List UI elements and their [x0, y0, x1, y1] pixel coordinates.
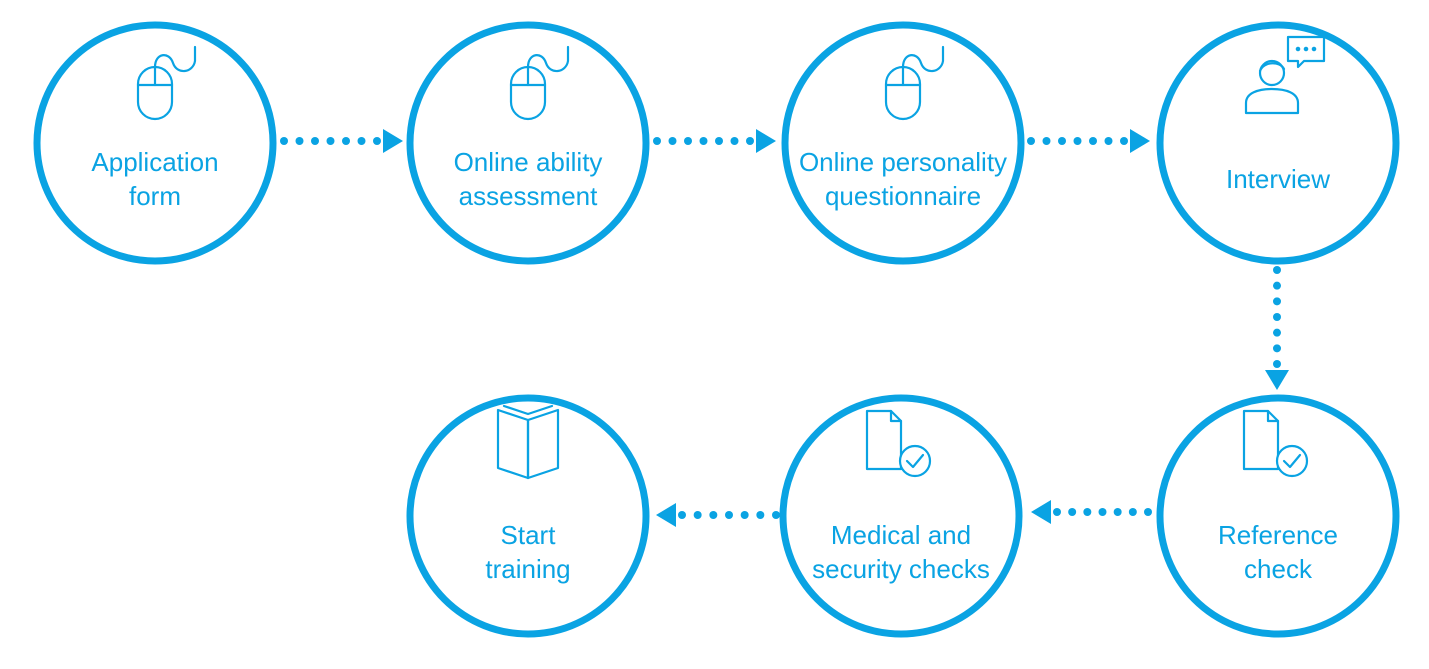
step-circle	[779, 394, 1023, 638]
connector-dot	[1068, 508, 1077, 516]
connector-dot	[1128, 508, 1137, 516]
dotted-arrow	[280, 129, 403, 153]
connector-dot	[373, 137, 381, 145]
step-node: Online personality questionnaire	[781, 21, 1025, 265]
step-node: Online ability assessment	[406, 21, 650, 265]
arrowhead	[1265, 370, 1289, 390]
connector-dot	[1083, 508, 1092, 516]
step-circle	[1156, 394, 1400, 638]
step-circle	[1156, 21, 1400, 265]
connector-dot	[678, 511, 686, 519]
arrowhead	[656, 503, 676, 527]
connector-dot	[725, 511, 733, 519]
step-label: assessment	[459, 181, 598, 211]
connector-dot	[740, 511, 749, 519]
connector-dot	[1273, 297, 1281, 306]
connector-dot	[1058, 137, 1066, 145]
connector-dot	[311, 137, 319, 145]
connector-dot	[295, 137, 304, 145]
connector-dot	[699, 137, 708, 145]
connector-dot	[715, 137, 723, 145]
connector-dot	[1273, 328, 1281, 337]
step-label: check	[1244, 554, 1313, 584]
connector-dot	[653, 137, 661, 145]
dotted-arrow	[656, 503, 780, 527]
step-label: Interview	[1226, 164, 1330, 194]
step-node: Application form	[33, 21, 277, 265]
step-circle	[781, 21, 1025, 265]
connector-dot	[746, 137, 754, 145]
connector-dot	[1098, 508, 1107, 516]
connector-dot	[693, 511, 702, 519]
dotted-arrow	[653, 129, 776, 153]
step-circle	[406, 394, 650, 638]
connector-dot	[326, 137, 335, 145]
step-label: Start	[501, 520, 557, 550]
step-label: training	[485, 554, 570, 584]
arrowhead	[756, 129, 776, 153]
connector-dot	[1144, 508, 1152, 516]
step-circle	[406, 21, 650, 265]
arrowhead	[383, 129, 403, 153]
dotted-arrow	[1265, 266, 1289, 390]
step-label: Medical and	[831, 520, 971, 550]
connector-dot	[709, 511, 718, 519]
step-node: Reference check	[1156, 394, 1400, 638]
step-node: Start training	[406, 394, 650, 638]
step-node: Interview	[1156, 21, 1400, 265]
connector-dot	[1104, 137, 1113, 145]
connector-dot	[1073, 137, 1082, 145]
connector-dot	[1273, 313, 1281, 321]
connector-dot	[342, 137, 350, 145]
connector-dot	[668, 137, 677, 145]
connector-dot	[730, 137, 739, 145]
step-label: form	[129, 181, 181, 211]
step-label: Application	[91, 147, 218, 177]
step-label: Online ability	[454, 147, 603, 177]
connector-dot	[1089, 137, 1097, 145]
connector-dot	[1273, 360, 1281, 368]
arrowhead	[1031, 500, 1051, 524]
connector-dot	[772, 511, 780, 519]
connector-dot	[1113, 508, 1122, 516]
dotted-arrow	[1027, 129, 1150, 153]
connector-dot	[357, 137, 366, 145]
connector-dot	[1273, 266, 1281, 274]
connector-dot	[1053, 508, 1061, 516]
connector-dot	[1042, 137, 1051, 145]
arrowhead	[1130, 129, 1150, 153]
step-label: security checks	[812, 554, 990, 584]
connector-dot	[756, 511, 765, 519]
step-circle	[33, 21, 277, 265]
step-label: Online personality	[799, 147, 1007, 177]
connector-dot	[1027, 137, 1035, 145]
connector-dot	[1273, 344, 1281, 353]
connector-dot	[1273, 281, 1281, 290]
dotted-arrow	[1031, 500, 1152, 524]
connector-dot	[1120, 137, 1128, 145]
step-label: questionnaire	[825, 181, 981, 211]
connector-dot	[280, 137, 288, 145]
step-node: Medical and security checks	[779, 394, 1023, 638]
step-label: Reference	[1218, 520, 1338, 550]
connector-dot	[684, 137, 692, 145]
